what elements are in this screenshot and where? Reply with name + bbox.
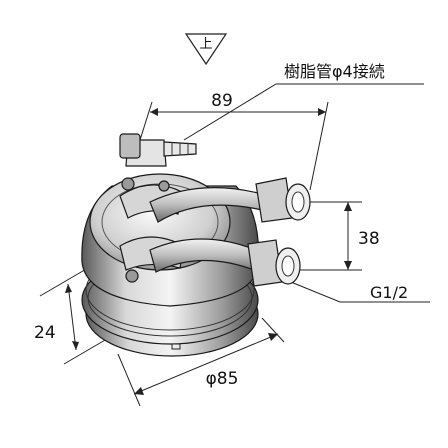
width-label: 89 [211, 91, 233, 111]
up-direction-mark: 上 [184, 33, 228, 66]
height-ext-top [39, 267, 89, 297]
width-arrow-right [318, 108, 326, 116]
height-label: 24 [34, 323, 56, 343]
diameter-arrow-left [134, 387, 144, 395]
spacing-label: 38 [358, 229, 380, 249]
up-mark-label: 上 [199, 37, 212, 52]
diameter-arrow-right [268, 333, 278, 341]
width-ext-left [139, 101, 153, 141]
width-ext-right [309, 101, 329, 191]
filter-product [81, 133, 311, 357]
thread-label: G1/2 [370, 283, 408, 302]
width-arrow-left [150, 108, 158, 116]
thread-leader-line [285, 279, 430, 303]
diameter-ext-left [117, 353, 141, 407]
tube-leader-line [183, 83, 424, 141]
height-arrow-top [65, 284, 72, 293]
diameter-label: φ85 [206, 369, 239, 389]
diameter-dim-line [133, 333, 279, 395]
height-dim-line [67, 283, 77, 351]
height-arrow-bottom [72, 341, 79, 350]
spacing-arrow-bottom [344, 261, 352, 270]
height-ext-bottom [63, 335, 113, 365]
spacing-arrow-top [344, 202, 352, 211]
tube-connection-label: 樹脂管φ4接続 [284, 62, 385, 81]
diameter-ext-right [261, 317, 285, 343]
